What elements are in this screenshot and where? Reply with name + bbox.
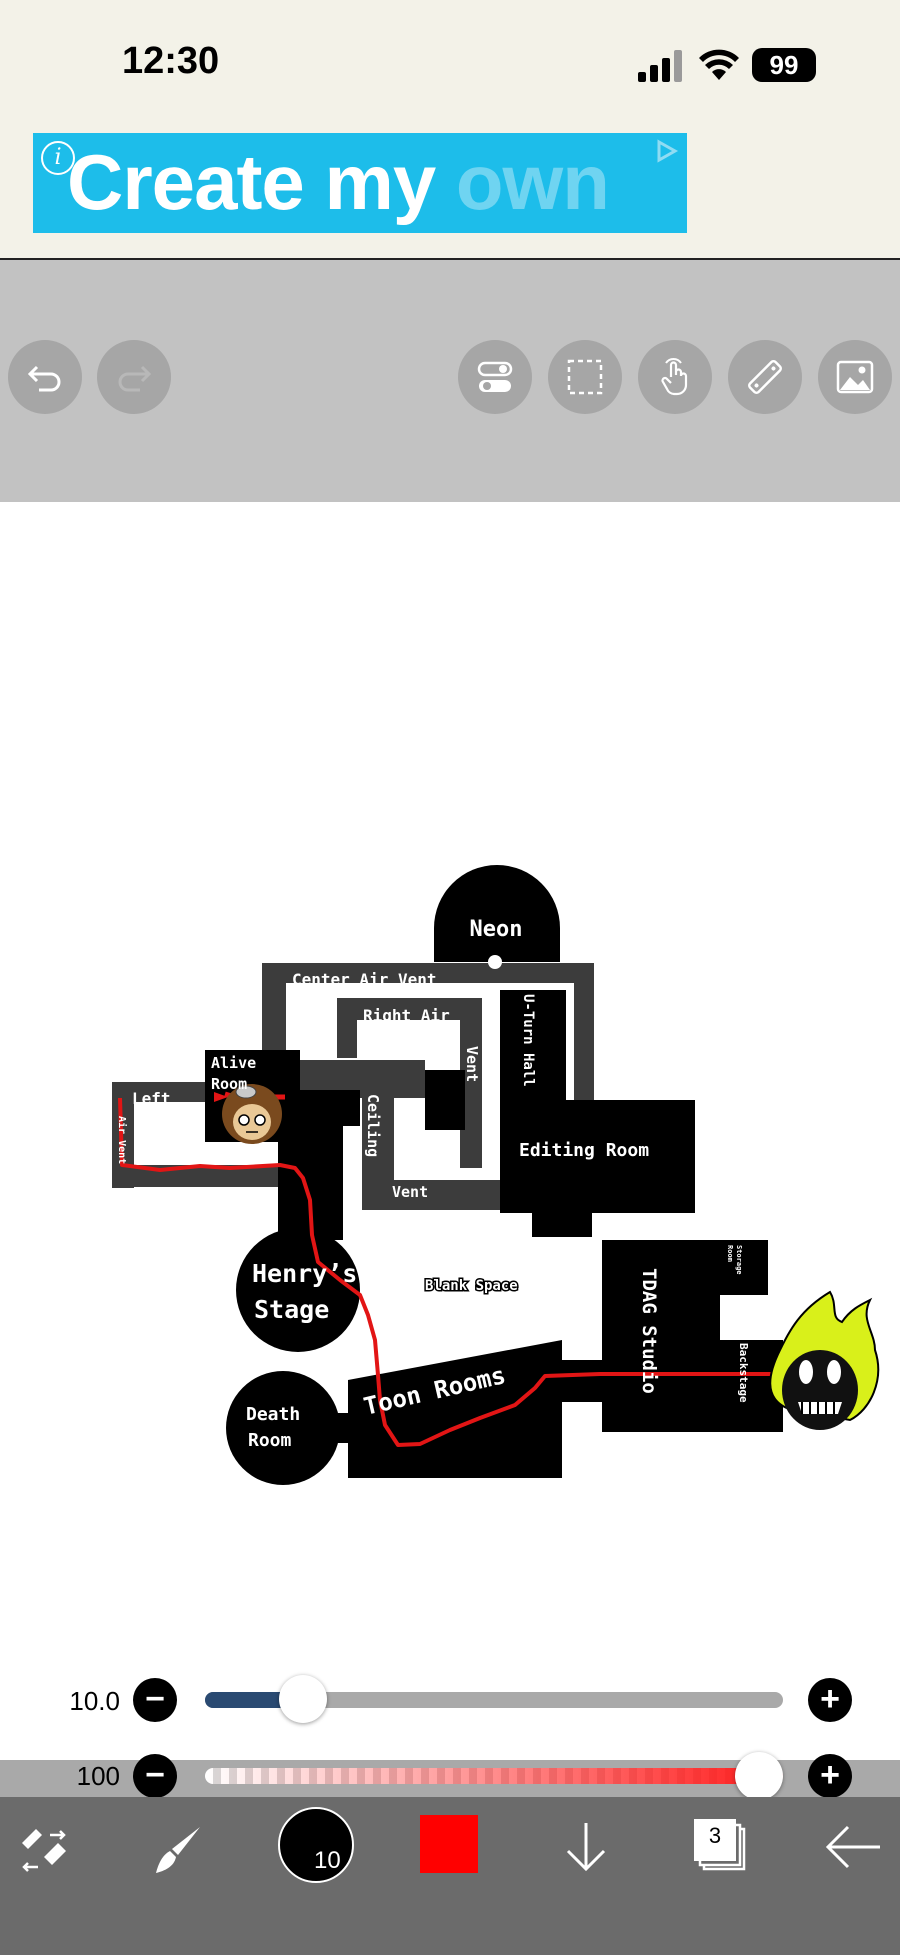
color-swatch[interactable] [420, 1815, 478, 1873]
bottom-toolbar: 10 3 [0, 1797, 900, 1955]
size-decrease-button[interactable]: − [133, 1678, 177, 1722]
label-blank-space: Blank Space [425, 1278, 518, 1294]
layers-icon [694, 1819, 746, 1871]
ad-text: Create my own [67, 137, 610, 228]
label-alive-room-1: Alive [211, 1054, 256, 1072]
redo-button[interactable] [97, 340, 171, 414]
label-henrys-1: Henry’s [252, 1259, 357, 1288]
opacity-decrease-button[interactable]: − [133, 1754, 177, 1798]
label-center-air-vent: Center Air Vent [292, 970, 437, 989]
label-tdag-studio: TDAG Studio [638, 1268, 660, 1394]
label-ceiling: Ceiling [364, 1094, 382, 1157]
toolbar [0, 260, 900, 502]
brush-icon [156, 1827, 200, 1873]
arrow-left-icon [825, 1825, 880, 1869]
toggle-icon [477, 361, 513, 392]
label-neon: Neon [470, 917, 523, 942]
ad-text-main: Create my [67, 138, 456, 226]
label-air-vent: Air Vent [116, 1116, 128, 1164]
undo-button[interactable] [8, 340, 82, 414]
tdag-studio-shape [602, 1240, 720, 1432]
ruler-icon [748, 360, 782, 394]
slider-panel: 10.0 − + [0, 1664, 900, 1760]
image-icon [836, 360, 874, 394]
drawing-canvas[interactable]: Neon Center Air Vent Right Air Vent U-Tu… [0, 502, 900, 1664]
brush-size-value: 10.0 [69, 1686, 120, 1716]
brush-button[interactable] [148, 1821, 208, 1881]
opacity-value: 100 [76, 1761, 120, 1791]
layers-button[interactable]: 3 [690, 1815, 750, 1875]
label-henrys-2: Stage [254, 1295, 329, 1324]
label-alive-room-2: Room [211, 1075, 247, 1093]
selection-icon [567, 359, 603, 395]
wifi-icon [699, 49, 739, 80]
henrys-stage-shape [236, 1228, 360, 1352]
toggle-button[interactable] [458, 340, 532, 414]
label-death-room-1: Death [246, 1404, 300, 1425]
transform-button[interactable] [14, 1821, 74, 1881]
ad-info-icon[interactable]: i [41, 141, 75, 175]
clock: 12:30 [122, 40, 220, 82]
death-room-shape [226, 1371, 340, 1485]
label-right-air: Right Air [363, 1006, 450, 1025]
ad-text-faded: own [455, 138, 610, 226]
image-button[interactable] [818, 340, 892, 414]
transform-tool-icon [22, 1829, 66, 1872]
size-slider-thumb[interactable] [279, 1675, 328, 1723]
opacity-increase-button[interactable]: + [808, 1754, 852, 1798]
selection-button[interactable] [548, 340, 622, 414]
size-slider-fill [205, 1692, 304, 1708]
ad-banner[interactable]: Create my own i [33, 133, 687, 233]
label-editing-room: Editing Room [519, 1140, 649, 1161]
opacity-slider-track[interactable] [205, 1752, 783, 1800]
label-death-room-2: Room [248, 1430, 292, 1451]
label-vent-right: Vent [463, 1046, 481, 1082]
size-increase-button[interactable]: + [808, 1678, 852, 1722]
ruler-button[interactable] [728, 340, 802, 414]
brush-size-button[interactable]: 10 [278, 1807, 354, 1883]
arrow-down-icon [566, 1823, 606, 1872]
back-button[interactable] [822, 1817, 886, 1877]
label-backstage: Backstage [737, 1343, 750, 1403]
map-drawing: Neon Center Air Vent Right Air Vent U-Tu… [112, 865, 880, 1485]
monster-character [769, 1290, 880, 1430]
battery-indicator: 99 [752, 48, 816, 82]
redo-icon [118, 365, 152, 392]
undo-icon [27, 365, 61, 392]
opacity-slider-fill [205, 1768, 783, 1784]
label-vent-bottom: Vent [392, 1183, 428, 1201]
opacity-slider-thumb[interactable] [735, 1752, 783, 1800]
brush-size-indicator: 10 [314, 1847, 341, 1874]
hand-icon [661, 357, 688, 396]
size-slider-track[interactable] [205, 1675, 783, 1723]
label-left: Left [132, 1089, 171, 1108]
cellular-signal-icon [638, 50, 682, 82]
status-bar: 12:30 99 [0, 0, 900, 130]
hand-button[interactable] [638, 340, 712, 414]
layers-count: 3 [708, 1823, 722, 1848]
download-button[interactable] [556, 1817, 616, 1877]
ad-choices-icon[interactable] [655, 139, 679, 163]
survivor-character [222, 1084, 282, 1144]
label-u-turn-hall: U-Turn Hall [520, 994, 536, 1087]
label-storage-room-1: Storage [735, 1245, 743, 1275]
label-storage-room-2: Room [726, 1245, 734, 1262]
neon-room-shape [434, 865, 560, 962]
